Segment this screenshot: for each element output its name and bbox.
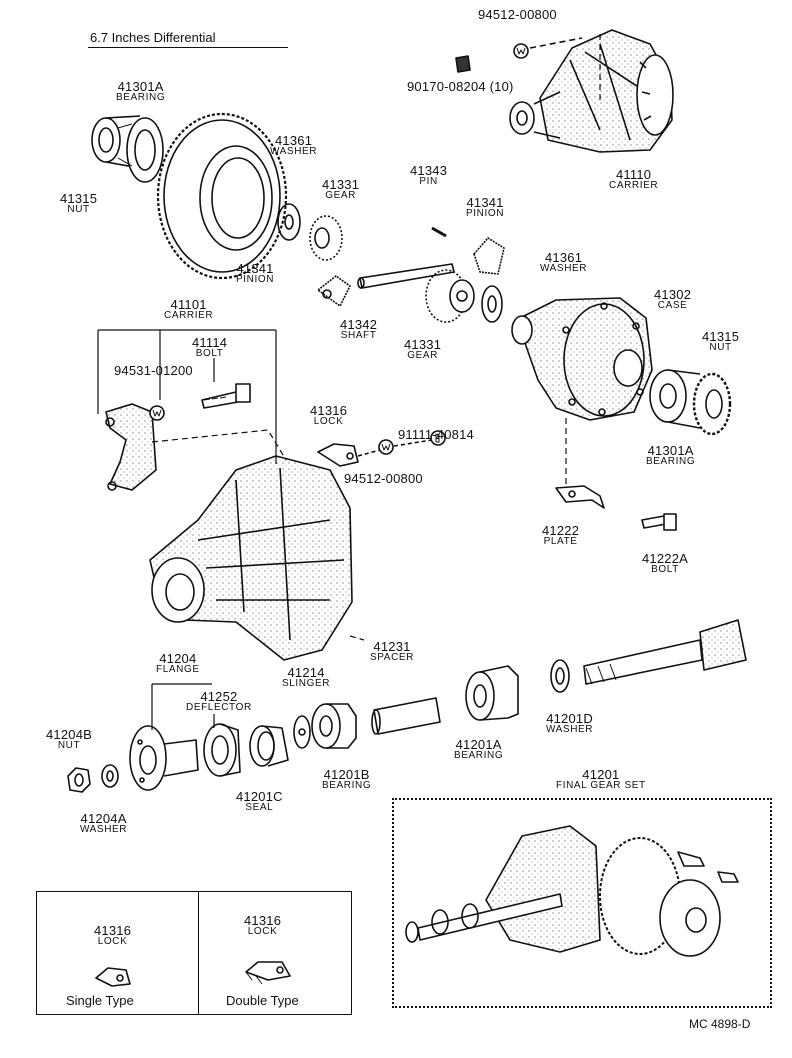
front-bearing-illustration [311,703,357,749]
carrier-label-bracket [97,329,277,464]
plate-bolt-illustration [641,513,677,531]
carrier-housing-illustration [149,455,353,661]
double-type-lock-illustration [245,961,291,985]
side-gear-upper-illustration [277,203,343,261]
thrust-washer-right-illustration [481,285,503,323]
pinion-gear-right-illustration [473,237,505,275]
cap-bolt-illustration [201,383,251,409]
flange-washer-illustration [101,764,119,788]
pinion-washer-illustration [550,659,570,693]
lock-bolt-symbols [357,430,446,457]
side-bearing-left-illustration [91,115,164,183]
cap-washer-symbol [149,405,165,421]
ring-gear-illustration [156,112,288,280]
part-label-90170-08204: 90170-08204 (10) [407,79,514,94]
washer-symbol-top [513,37,583,59]
spacer-illustration [371,697,441,735]
oil-slinger-illustration [293,715,311,749]
carrier-assembly-illustration [509,29,674,153]
companion-flange-illustration [129,725,199,791]
title-underline [88,47,288,48]
diagram-code: MC 4898-D [689,1017,751,1031]
lock-type-legend [36,891,352,1015]
adjusting-nut-lock-illustration [317,443,359,467]
oil-seal-illustration [249,725,289,767]
part-label-91111-40814: 91111-40814 [398,427,474,442]
pinion-pin-illustration [431,226,447,238]
diagram-title: 6.7 Inches Differential [90,30,216,45]
legend-divider [198,891,199,1015]
flange-nut-illustration [67,767,91,793]
rear-bearing-illustration [465,665,519,721]
dust-deflector-illustration [203,723,241,777]
single-type-lock-illustration [95,967,131,987]
drive-pinion-illustration [583,619,747,685]
final-gear-set-illustration [405,825,739,957]
pinion-shaft-illustration [357,263,455,289]
bearing-cap-illustration [105,403,157,491]
assembly-leader-lines [151,30,601,641]
final-gear-set-frame [392,798,772,1008]
flange-label-bracket [151,683,215,730]
legend-single-type-caption: Single Type [66,993,134,1008]
legend-double-type-caption: Double Type [226,993,299,1008]
part-label-94512-00800-top: 94512-00800 [478,7,557,22]
final-gear-set-label: 41201 FINAL GEAR SET [556,767,646,791]
adjusting-nut-right-illustration [692,372,732,436]
lock-plate-illustration [555,485,605,509]
differential-case-illustration [511,297,653,421]
side-bearing-right-illustration [649,369,701,429]
part-label-94512-00800-lower: 94512-00800 [344,471,423,486]
pinion-gear-left-illustration [317,275,351,307]
side-gear-lower-illustration [425,269,475,323]
part-label-94531-01200: 94531-01200 [114,363,193,378]
stud-nut-illustration [455,55,471,73]
